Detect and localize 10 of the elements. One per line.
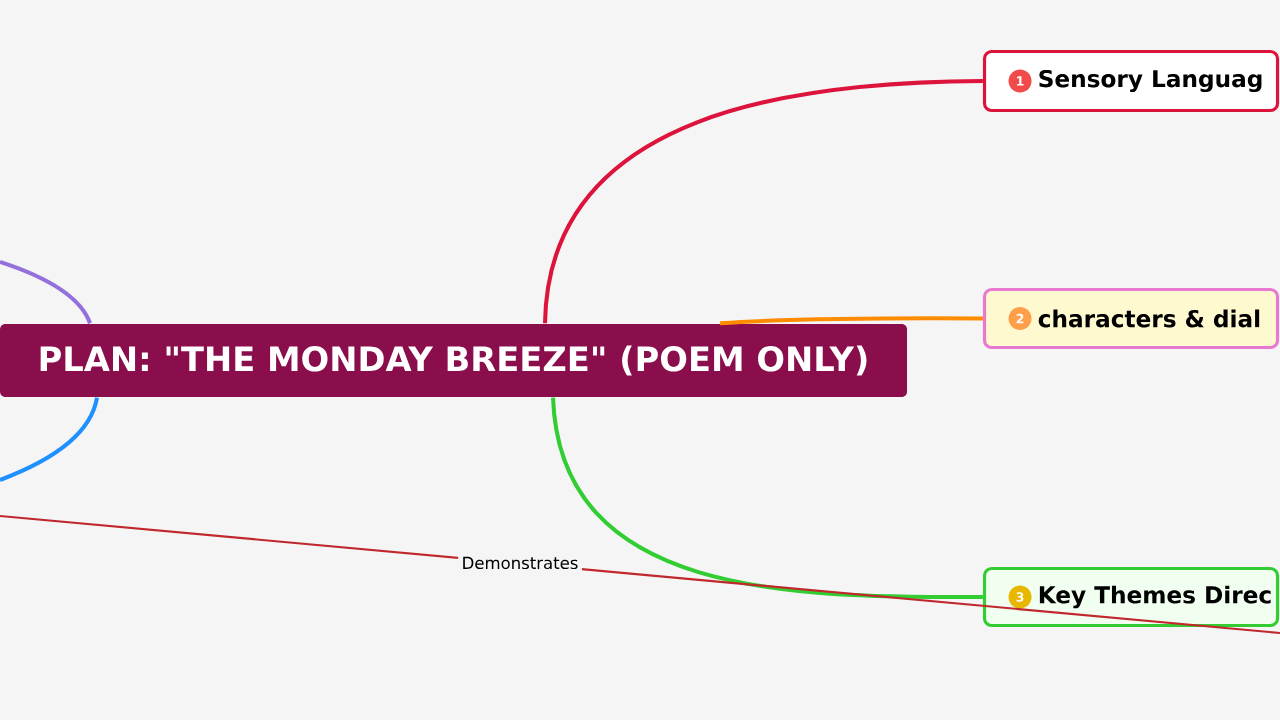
central-topic-box: PLAN: "THE MONDAY BREEZE" (POEM ONLY)	[0, 324, 907, 397]
number-badge: 1	[1008, 69, 1032, 93]
connector	[551, 397, 983, 599]
connector	[543, 78, 983, 324]
connector	[0, 260, 92, 325]
connector	[719, 316, 983, 326]
number-badge: 3	[1008, 585, 1032, 609]
connector	[0, 397, 99, 482]
number-badge: 2	[1008, 307, 1032, 330]
relationship-label: Demonstrates	[458, 553, 582, 573]
